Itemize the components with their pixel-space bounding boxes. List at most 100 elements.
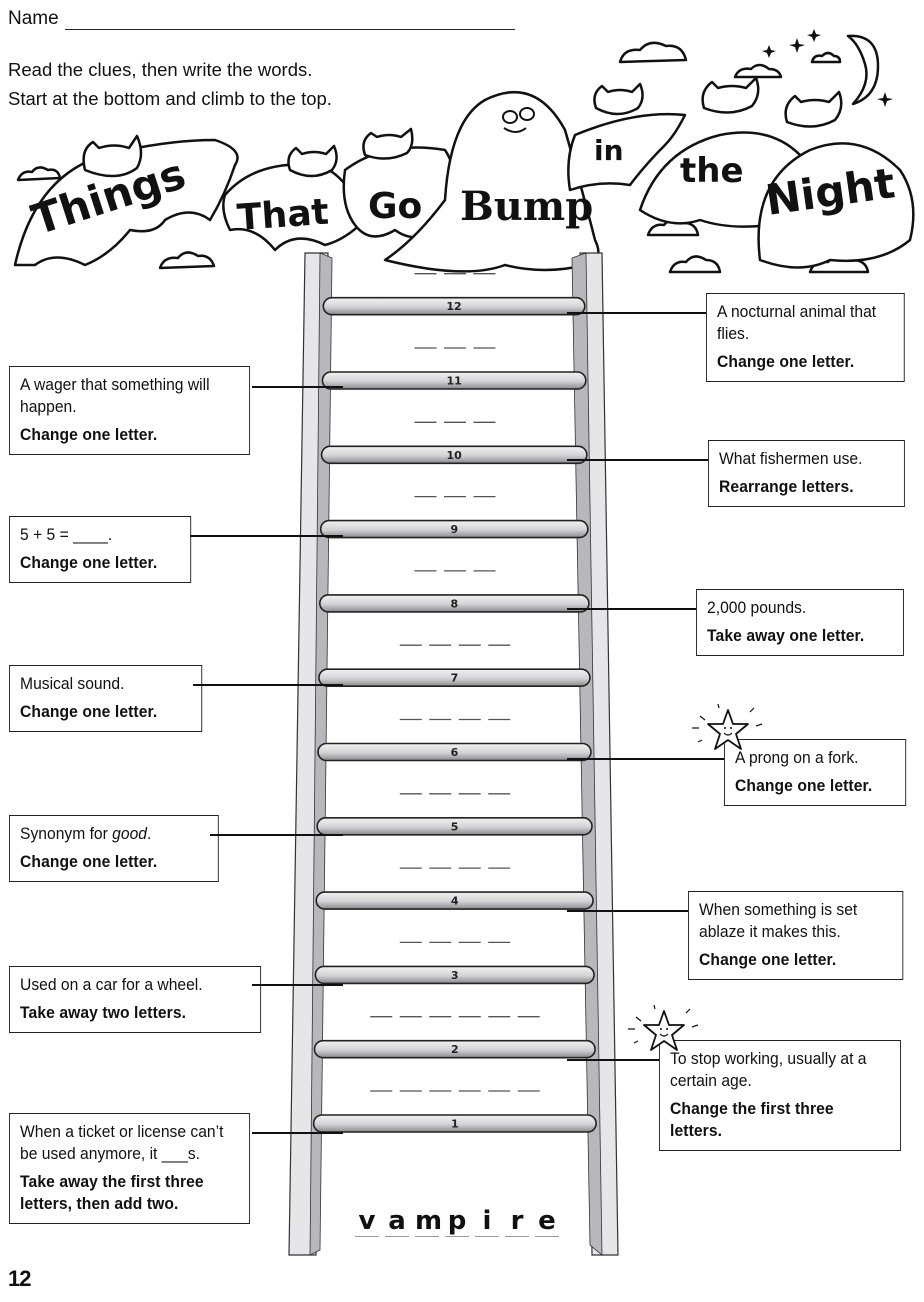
rung-number: 8 [451,597,459,610]
clue-instruction: Take away the first three letters, then … [20,1172,204,1213]
leader-line [567,312,707,314]
rung-number: 2 [451,1043,459,1056]
leader-line [252,1132,343,1134]
smiley-star-icon [628,1004,699,1051]
rung-bar [318,668,591,688]
rung-bar [317,742,592,762]
leader-line [567,608,697,610]
clue-text: Used on a car for a wheel. [20,975,203,994]
clue-text: When something is set ablaze it makes th… [699,900,858,941]
start-word-letter: m [415,1206,443,1237]
rung-bar [320,445,588,465]
bat-head [362,127,414,160]
start-word-letter: a [385,1208,409,1237]
bat-head [593,82,644,116]
rung-number: 3 [451,969,459,982]
ladder-rung: 11 [321,347,587,390]
star-icon [877,92,893,107]
cloud-icon [668,255,722,274]
leader-line [252,984,343,986]
rung-number: 5 [451,820,459,833]
instructions: Read the clues, then write the words. St… [8,55,332,113]
clue-instruction: Change one letter. [20,702,158,721]
cloud-icon [733,63,783,79]
title-word: Bump [460,183,593,230]
rung-number: 7 [451,672,459,685]
clue-text-pre: Synonym for [20,824,113,843]
cloud-icon [618,41,688,64]
clue-instruction: Change one letter. [20,852,158,871]
clue-instruction: Change one letter. [717,352,855,371]
ladder-rung: 2 [313,1016,596,1059]
clue-text: 2,000 pounds. [707,598,807,617]
rung-bar [319,519,589,539]
clue-instruction: Take away two letters. [20,1003,187,1022]
clue-box-6: A prong on a fork. Change one letter. [724,739,907,806]
clue-instruction: Change one letter. [699,950,837,969]
rung-bar [321,371,587,390]
clue-box-1: When a ticket or license can’t be used a… [9,1113,251,1224]
cloud-icon [16,166,62,182]
clue-box-11: A wager that something will happen. Chan… [9,366,251,455]
clue-box-3: Used on a car for a wheel. Take away two… [9,966,262,1033]
rung-number: 9 [450,523,458,536]
start-word-letter: r [505,1208,529,1237]
clue-text: To stop working, usually at a certain ag… [670,1049,867,1090]
ladder-rung: 9 [319,495,589,539]
clue-text-emphasis: good [112,824,147,843]
cloud-icon [158,251,216,270]
clue-box-8: 2,000 pounds. Take away one letter. [696,589,904,656]
bat-wing [567,112,687,192]
cloud-icon [810,51,842,64]
bat-wing [757,142,915,269]
start-word-letter: p [445,1208,469,1237]
clue-instruction: Change one letter. [735,776,873,795]
clue-text-post: . [146,824,152,843]
leader-line [252,386,343,388]
clue-instruction: Change one letter. [20,425,158,444]
ladder-rung: 4 [315,867,594,910]
clue-text: Synonym for good. [20,823,208,845]
rung-bar [315,891,594,910]
clue-text: A wager that something will happen. [20,375,210,416]
ladder-rung: 1 [312,1090,597,1133]
clue-box-12: A nocturnal animal that flies. Change on… [706,293,905,382]
name-label: Name [8,8,59,29]
title-banner: Things That Go Bump in the Night [13,29,915,274]
star-icon [762,45,776,58]
clue-box-7: Musical sound. Change one letter. [9,665,203,732]
leader-line [193,684,343,686]
ladder-rung: 7 [318,644,591,688]
title-word: Go [368,186,422,227]
clue-instruction: Take away one letter. [707,626,865,645]
leader-line [210,834,343,836]
leader-line [567,1059,660,1061]
instruction-line-2: Start at the bottom and climb to the top… [8,88,332,109]
clue-text: What fishermen use. [719,449,863,468]
title-word: That [236,192,330,239]
rung-bar [322,296,586,316]
name-line[interactable] [64,11,515,30]
rung-number: 10 [447,449,463,462]
clue-instruction: Change one letter. [20,553,158,572]
name-field[interactable]: Name [8,8,515,30]
start-word-letter: v [355,1208,379,1237]
ladder-rung: 5 [316,793,593,836]
title-word: in [594,134,624,167]
rung-bar [316,816,593,836]
page-number: 12 [8,1266,32,1291]
clue-box-9: 5 + 5 = ____. Change one letter. [9,516,192,583]
rung-bar [313,1039,596,1059]
leader-line [190,535,343,537]
moon-icon [846,34,880,106]
clue-text: Musical sound. [20,674,125,693]
ladder-rung: 6 [317,718,592,762]
clue-text: 5 + 5 = ____. [20,525,113,544]
instruction-line-1: Read the clues, then write the words. [8,59,313,80]
ladder-rung: 10 [320,421,588,465]
clue-box-4: When something is set ablaze it makes th… [688,891,904,980]
clue-instruction: Rearrange letters. [719,477,854,496]
bat-head [784,90,843,128]
